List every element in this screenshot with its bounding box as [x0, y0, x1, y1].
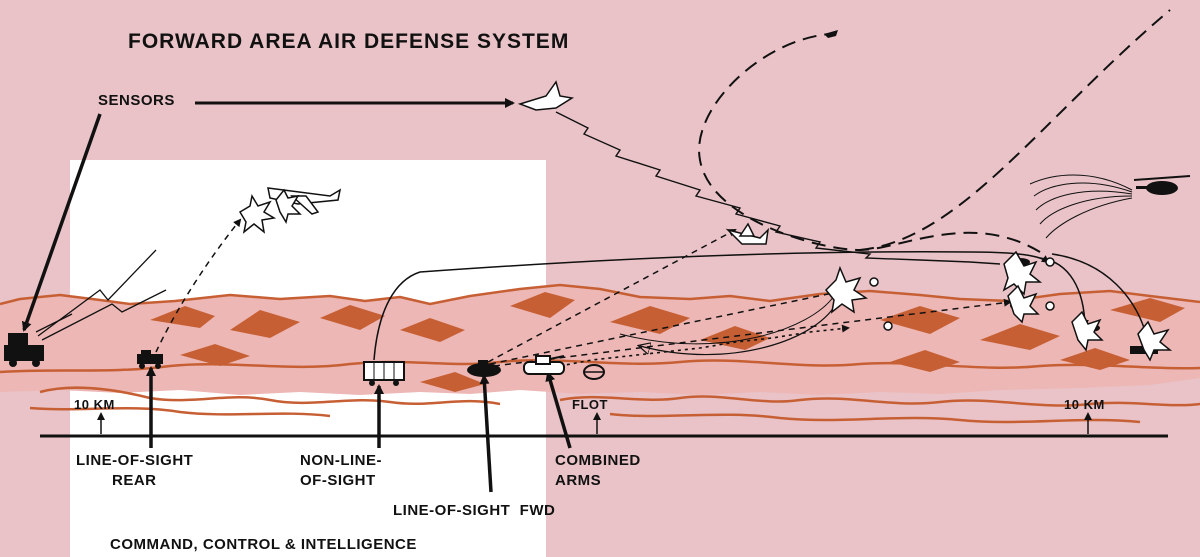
combined-arms-line-2: ARMS: [555, 472, 602, 489]
sensors-label: SENSORS: [98, 92, 175, 109]
los-rear-label: LINE-OF-SIGHT REAR: [76, 451, 193, 491]
combined-arms-label: COMBINED ARMS: [555, 451, 641, 491]
combined-arms-callout-arrow: [545, 371, 572, 449]
combined-arms-line-1: COMBINED: [555, 452, 641, 469]
radar-beams: [35, 249, 167, 341]
engagement-paths: [155, 9, 1171, 367]
fighter-aircraft-icon: [725, 222, 770, 245]
los-rear-line-2: REAR: [112, 472, 157, 489]
explosion-icon: [238, 188, 1173, 362]
nlos-launcher-icon: [363, 361, 405, 386]
los-fwd-vehicle-icon: [467, 360, 501, 377]
sensor-aircraft-icon: [517, 80, 575, 111]
range-right-label: 10 KM: [1064, 397, 1105, 412]
sensors-to-radar-arrow: [21, 113, 102, 332]
attack-helicopter-icon: [1133, 175, 1191, 195]
target-markers: [869, 257, 1055, 331]
noise-arcs: [1029, 174, 1133, 239]
los-rear-vehicle-icon: [137, 350, 163, 369]
distant-jet-icon: [824, 30, 838, 38]
los-fwd-callout-arrow: [479, 374, 493, 493]
range-ticks: [97, 412, 1092, 434]
nlos-line-2: OF-SIGHT: [300, 472, 376, 489]
radar-truck-icon: [4, 333, 44, 367]
combined-arms-tank-icon: [523, 355, 565, 375]
flot-label: FLOT: [572, 397, 608, 412]
c3i-label: COMMAND, CONTROL & INTELLIGENCE: [110, 536, 417, 553]
range-left-label: 10 KM: [74, 397, 115, 412]
terrain-shading: [150, 292, 1185, 392]
nlos-label: NON-LINE- OF-SIGHT: [300, 451, 382, 491]
nlos-line-1: NON-LINE-: [300, 452, 382, 469]
terrain-contours: [0, 283, 1200, 424]
los-rear-line-1: LINE-OF-SIGHT: [76, 452, 194, 469]
los-fwd-label: LINE-OF-SIGHT FWD: [393, 502, 556, 519]
diagram-title: FORWARD AREA AIR DEFENSE SYSTEM: [128, 30, 570, 53]
symbol-icon: [583, 364, 605, 380]
